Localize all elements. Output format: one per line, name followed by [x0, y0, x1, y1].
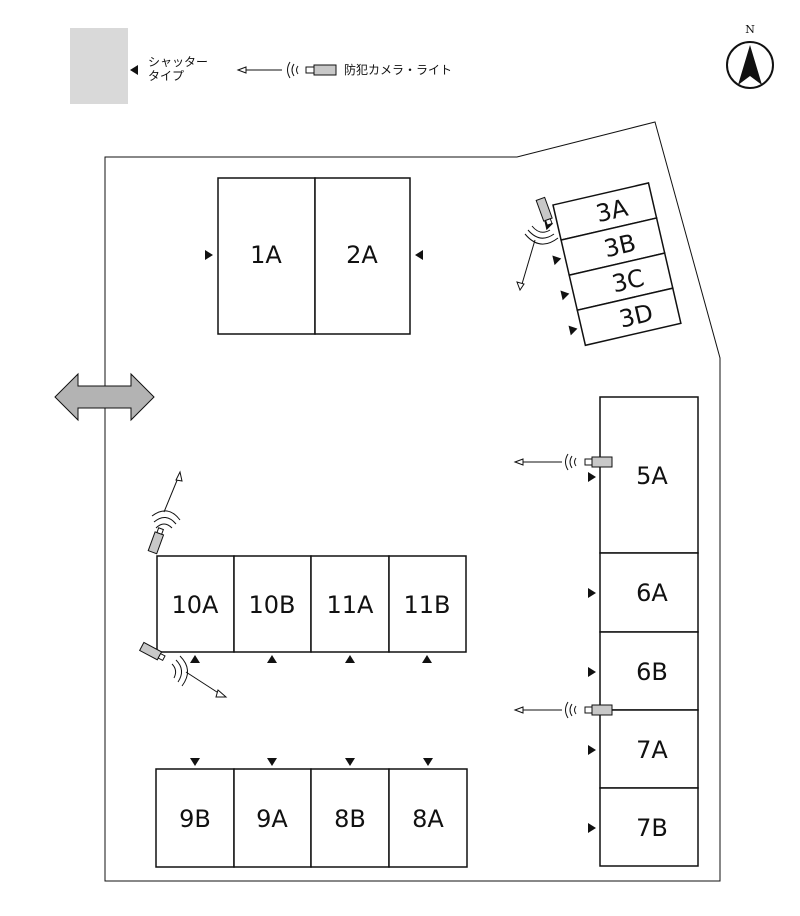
block-1a-2a: 1A 2A [205, 177, 423, 335]
unit-label-10a: 10A [172, 591, 220, 619]
block-5a-7b: 5A 6A 6B 7A 7B [588, 396, 699, 867]
shutter-marker-icon [423, 758, 433, 766]
unit-label-8b: 8B [334, 805, 366, 833]
unit-10a[interactable] [156, 555, 235, 653]
shutter-marker-icon [588, 472, 596, 482]
shutter-marker-icon [422, 655, 432, 663]
unit-label-7b: 7B [636, 814, 668, 842]
block-10a-11b: 10A 10B 11A 11B [156, 555, 467, 663]
shutter-marker-icon [588, 667, 596, 677]
entrance-arrow-icon [54, 372, 155, 422]
unit-7b[interactable] [599, 787, 699, 867]
unit-7a[interactable] [599, 709, 699, 789]
unit-5a[interactable] [599, 396, 699, 554]
unit-label-9b: 9B [179, 805, 211, 833]
shutter-marker-icon [568, 325, 578, 336]
north-compass: N [726, 23, 774, 89]
unit-label-3b: 3B [601, 229, 638, 263]
unit-label-6a: 6A [636, 579, 668, 607]
unit-9b[interactable] [155, 768, 235, 868]
unit-8a[interactable] [388, 768, 468, 868]
shutter-marker-icon [267, 655, 277, 663]
shutter-marker-icon [560, 290, 570, 301]
block-9b-8a: 9B 9A 8B 8A [155, 758, 468, 868]
unit-6b[interactable] [599, 631, 699, 711]
security-camera-legend-icon [236, 61, 337, 79]
legend: シャッター タイプ 防犯カメラ・ライト [70, 28, 452, 104]
block-3a-3d: 3A 3B 3C 3D [544, 182, 682, 347]
shutter-marker-icon [267, 758, 277, 766]
security-camera-icon [513, 453, 613, 471]
shutter-marker-icon [588, 823, 596, 833]
unit-label-9a: 9A [256, 805, 288, 833]
north-label: N [745, 23, 755, 36]
security-camera-icon [147, 470, 183, 555]
unit-label-6b: 6B [636, 658, 668, 686]
north-arrow-icon [738, 45, 762, 85]
unit-2a[interactable] [314, 177, 411, 335]
unit-10b[interactable] [233, 555, 312, 653]
shutter-marker-icon [415, 250, 423, 260]
security-camera-icon [516, 196, 559, 292]
unit-label-5a: 5A [636, 462, 668, 490]
unit-label-8a: 8A [412, 805, 444, 833]
unit-11a[interactable] [310, 555, 390, 653]
shutter-marker-icon [552, 255, 562, 266]
unit-1a[interactable] [217, 177, 316, 335]
shutter-marker-icon [345, 758, 355, 766]
unit-6a[interactable] [599, 552, 699, 633]
shutter-marker-icon [345, 655, 355, 663]
shutter-marker-icon [588, 745, 596, 755]
site-boundary [104, 121, 721, 882]
shutter-type-swatch [70, 28, 128, 104]
shutter-marker-icon [205, 250, 213, 260]
shutter-marker-icon [130, 65, 138, 75]
unit-label-11b: 11B [403, 591, 450, 619]
unit-label-10b: 10B [248, 591, 295, 619]
security-camera-icon [138, 641, 228, 698]
unit-label-2a: 2A [346, 241, 378, 269]
unit-label-1a: 1A [250, 241, 282, 269]
security-camera-icon [513, 701, 613, 719]
unit-label-11a: 11A [327, 591, 375, 619]
unit-3d[interactable] [576, 287, 682, 347]
shutter-marker-icon [190, 758, 200, 766]
unit-label-7a: 7A [636, 736, 668, 764]
unit-11b[interactable] [388, 555, 467, 653]
shutter-marker-icon [190, 655, 200, 663]
shutter-type-label-line2: タイプ [148, 69, 184, 83]
shutter-marker-icon [588, 588, 596, 598]
security-camera-light-label: 防犯カメラ・ライト [344, 62, 452, 77]
shutter-type-label-line1: シャッター [148, 55, 208, 69]
